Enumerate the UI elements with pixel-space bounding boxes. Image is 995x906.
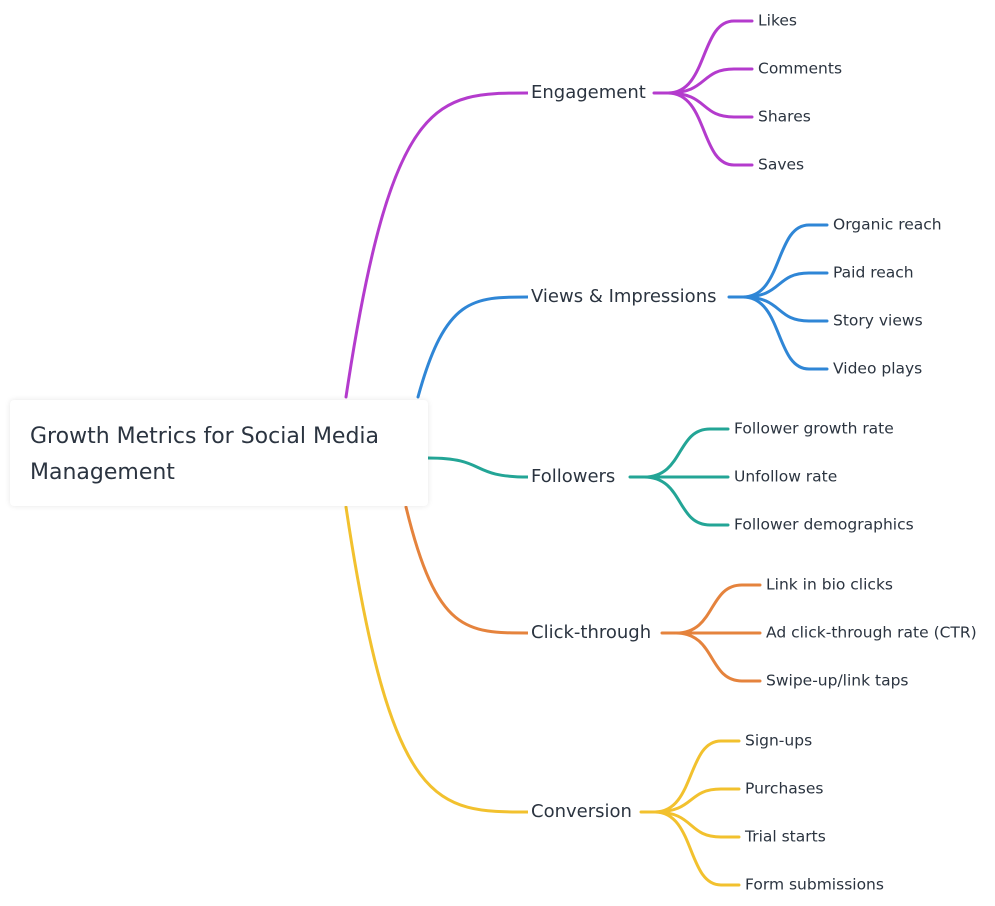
connector-views-impressions-video-plays [741,295,829,371]
leaf-saves[interactable]: Saves [756,155,807,175]
leaf-paid-reach[interactable]: Paid reach [831,263,916,283]
leaf-likes[interactable]: Likes [756,11,799,31]
connector-root-conversion [344,505,530,814]
connector-views-impressions-organic-reach [741,223,829,299]
root-title: Growth Metrics for Social Media Manageme… [30,424,380,485]
connector-followers-follower-growth-rate [642,427,730,479]
connector-click-through-swipe-up-link-taps [674,631,762,683]
leaf-link-in-bio-clicks[interactable]: Link in bio clicks [764,575,895,595]
connector-root-followers [426,456,530,479]
connector-engagement-comments [666,67,754,95]
branch-views-impressions[interactable]: Views & Impressions [528,286,720,308]
connector-conversion-form-submissions [653,810,741,887]
connector-followers-follower-demographics [642,475,730,527]
leaf-follower-growth-rate[interactable]: Follower growth rate [732,419,896,439]
leaf-shares[interactable]: Shares [756,107,813,127]
connector-views-impressions-paid-reach [741,271,829,299]
leaf-story-views[interactable]: Story views [831,311,925,331]
connector-root-views-impressions [416,295,530,399]
leaf-comments[interactable]: Comments [756,59,845,79]
connector-conversion-trial-starts [653,810,741,839]
connector-conversion-purchases [653,787,741,814]
connector-engagement-likes [666,19,754,95]
connector-root-engagement [344,91,530,399]
connector-views-impressions-story-views [741,295,829,323]
leaf-form-submissions[interactable]: Form submissions [743,875,886,895]
leaf-purchases[interactable]: Purchases [743,779,826,799]
branch-conversion[interactable]: Conversion [528,801,635,823]
leaf-unfollow-rate[interactable]: Unfollow rate [732,467,840,487]
leaf-follower-demographics[interactable]: Follower demographics [732,515,916,535]
connector-engagement-shares [666,91,754,119]
branch-followers[interactable]: Followers [528,466,619,488]
connector-engagement-saves [666,91,754,167]
leaf-organic-reach[interactable]: Organic reach [831,215,944,235]
root-node[interactable] [10,400,428,506]
connector-root-click-through [404,505,530,635]
branch-click-through[interactable]: Click-through [528,622,655,644]
connector-click-through-link-in-bio-clicks [674,583,762,635]
branch-engagement[interactable]: Engagement [528,82,649,104]
leaf-trial-starts[interactable]: Trial starts [743,827,828,847]
leaf-swipe-up-link-taps[interactable]: Swipe-up/link taps [764,671,911,691]
leaf-ad-click-through-rate-ctr[interactable]: Ad click-through rate (CTR) [764,623,979,643]
connector-conversion-sign-ups [653,739,741,814]
leaf-video-plays[interactable]: Video plays [831,359,925,379]
leaf-sign-ups[interactable]: Sign-ups [743,731,815,751]
